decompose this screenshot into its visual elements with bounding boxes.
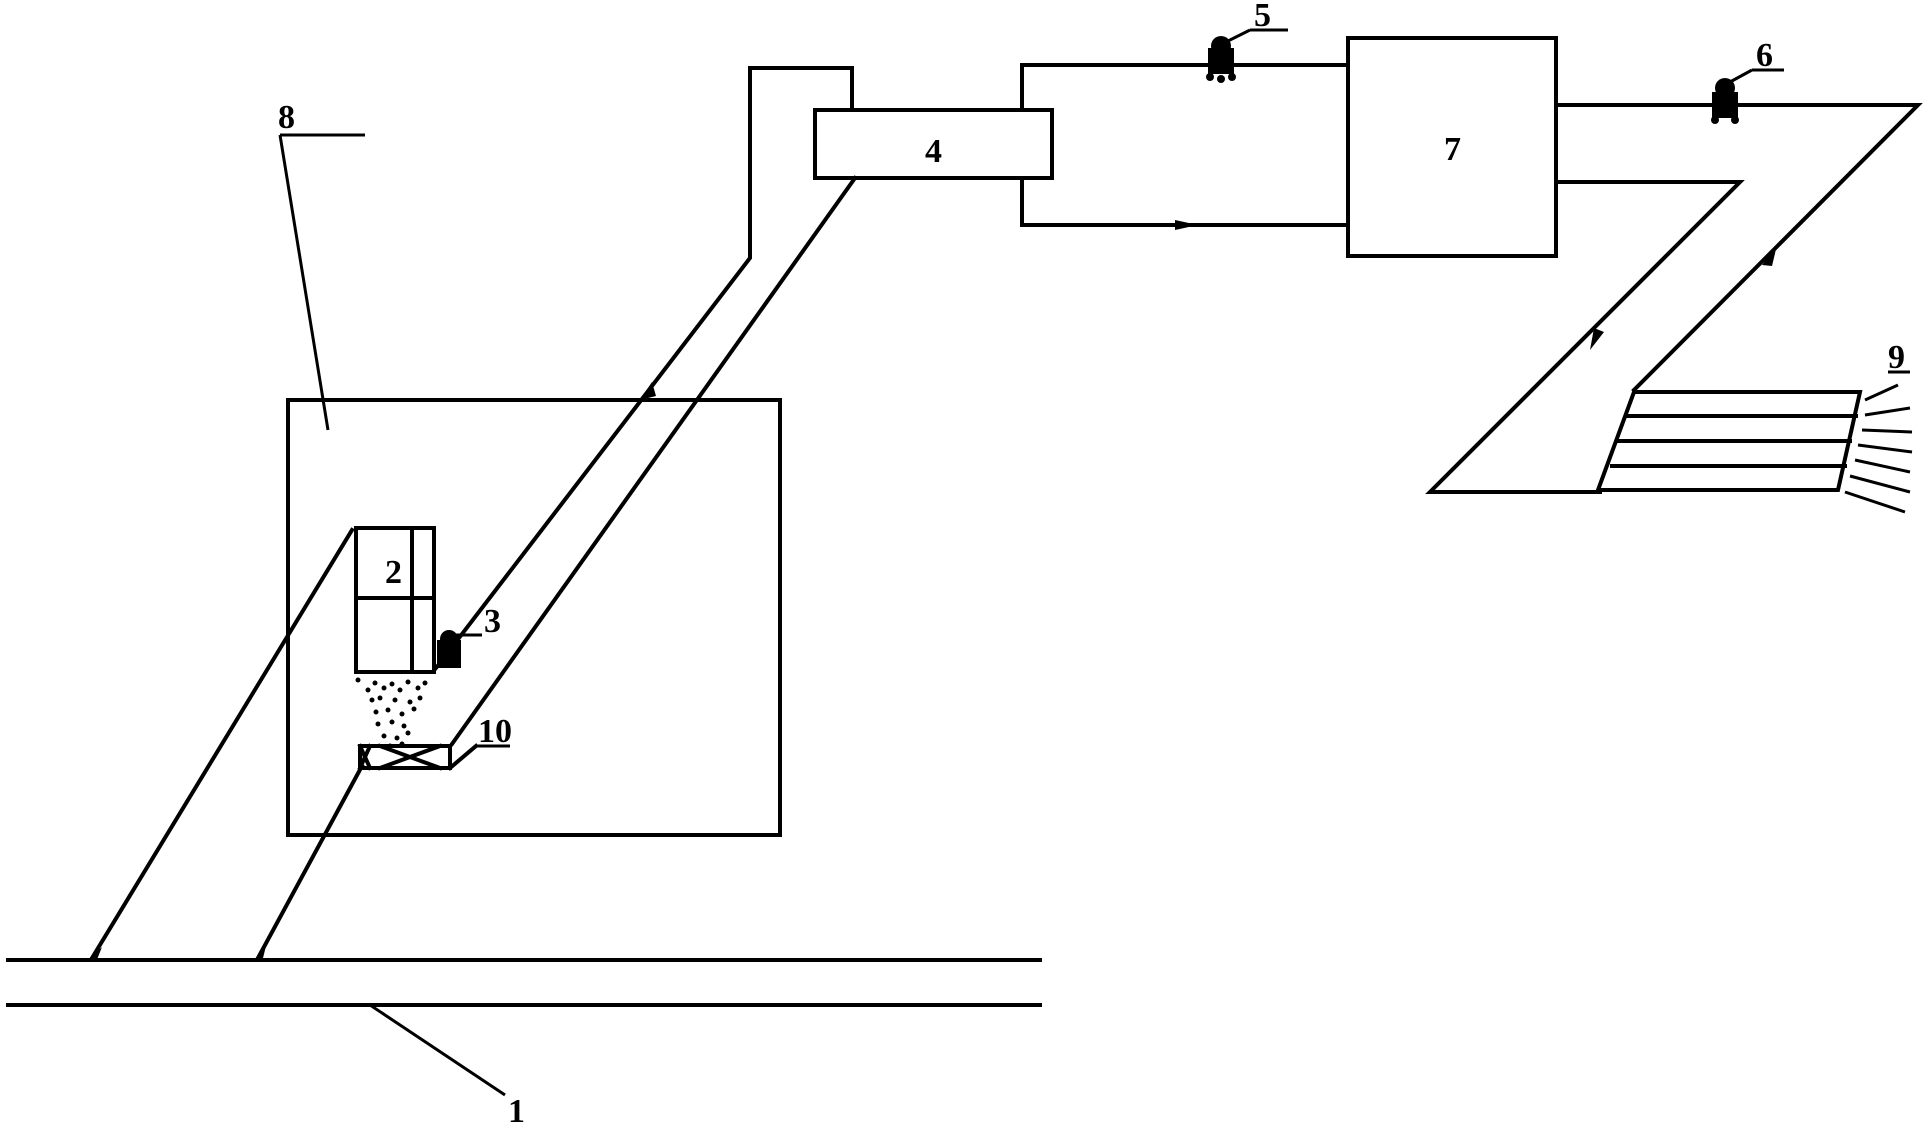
label-10: 10 bbox=[478, 713, 512, 750]
unit-4: 4 bbox=[813, 108, 1054, 180]
feed-lines bbox=[88, 527, 365, 962]
label-2: 2 bbox=[385, 554, 402, 591]
enclosure-8: 8 bbox=[278, 99, 782, 837]
unit-7: 7 bbox=[1346, 36, 1558, 258]
valve-6: 6 bbox=[1711, 37, 1784, 124]
loop-7-9 bbox=[1425, 103, 1923, 494]
hopper-2: 2 bbox=[354, 526, 436, 674]
label-1: 1 bbox=[508, 1093, 525, 1130]
valve-5: 5 bbox=[1206, 0, 1288, 83]
label-7: 7 bbox=[1444, 131, 1461, 168]
return-pipe bbox=[433, 66, 858, 747]
label-5: 5 bbox=[1254, 0, 1271, 34]
connection-4-7 bbox=[1020, 63, 1350, 230]
label-3: 3 bbox=[484, 603, 501, 640]
label-6: 6 bbox=[1756, 37, 1773, 74]
label-8: 8 bbox=[278, 99, 295, 136]
label-4: 4 bbox=[925, 133, 942, 170]
pipe-1: 1 bbox=[6, 958, 1042, 1130]
label-9: 9 bbox=[1888, 339, 1905, 376]
mixer-10: 10 bbox=[357, 713, 512, 771]
falling-particles bbox=[355, 677, 428, 749]
radiator-9: 9 bbox=[1595, 339, 1913, 514]
valve-3: 3 bbox=[437, 603, 501, 668]
